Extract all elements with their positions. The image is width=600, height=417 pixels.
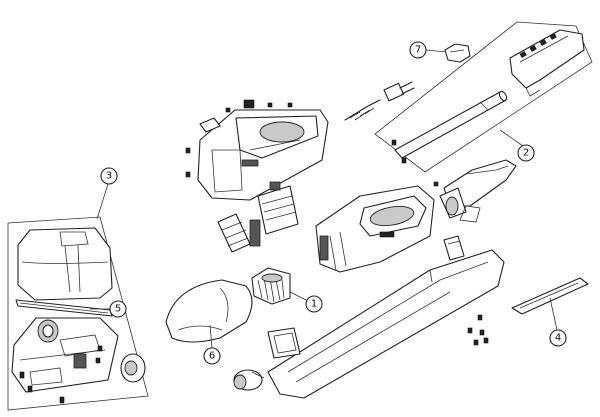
callout-1-label: 1 — [311, 299, 317, 310]
crevice-tool — [511, 277, 589, 315]
callout-7: 7 — [409, 41, 427, 59]
leader-1 — [289, 291, 307, 301]
tube-handle — [509, 29, 585, 97]
tray-screws — [467, 314, 489, 346]
filter — [251, 267, 291, 305]
gasket-ring — [267, 327, 301, 359]
extension-tube — [391, 90, 508, 164]
main-body — [315, 185, 435, 273]
charging-base-tray — [267, 249, 505, 399]
nozzle-screws — [19, 345, 103, 404]
rear-housing — [197, 99, 329, 201]
rear-housing-screws — [185, 102, 293, 178]
group-3-frame — [7, 216, 149, 411]
callout-5: 5 — [109, 300, 127, 318]
brush-strip — [15, 299, 113, 317]
leader-7 — [425, 49, 447, 53]
nozzle-top-cover — [17, 227, 113, 301]
motor-assembly — [257, 181, 299, 235]
nozzle-wheel — [120, 353, 146, 383]
dust-cup — [433, 159, 517, 223]
callout-2-label: 2 — [523, 148, 529, 159]
group-2-frame — [374, 21, 593, 173]
leader-6 — [209, 324, 213, 349]
callout-6-label: 6 — [209, 351, 215, 362]
callout-3-label: 3 — [106, 171, 112, 182]
callout-6: 6 — [203, 347, 221, 365]
callout-2: 2 — [517, 144, 535, 162]
callout-4-label: 4 — [555, 333, 561, 344]
callout-5-label: 5 — [115, 304, 121, 315]
callout-7-label: 7 — [415, 45, 421, 56]
small-roller — [233, 369, 265, 391]
callout-3: 3 — [100, 167, 118, 185]
dust-bowl — [165, 279, 253, 343]
callout-4: 4 — [549, 329, 567, 347]
leader-3 — [96, 183, 109, 220]
charger-cord — [344, 81, 415, 121]
fan-disc — [217, 213, 261, 253]
leader-4 — [549, 297, 558, 331]
nozzle-base — [11, 317, 119, 393]
leader-2 — [499, 129, 524, 147]
callout-1: 1 — [305, 295, 323, 313]
tube-clip — [444, 43, 471, 63]
mounting-bracket — [443, 235, 465, 261]
